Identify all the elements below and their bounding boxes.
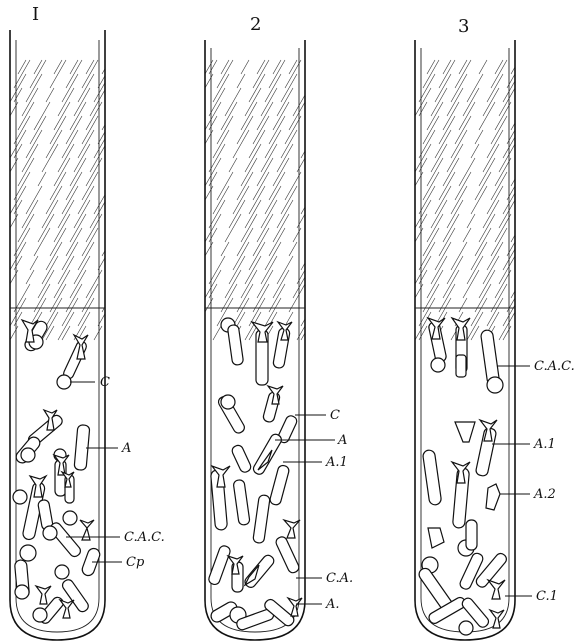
tube-1-label-c: C <box>100 375 110 390</box>
tube-3-number: 3 <box>458 16 469 37</box>
tube-2-glass-hatching <box>205 60 309 340</box>
tube-1-label-a: A <box>121 441 131 456</box>
tube-2-label-a: A <box>337 433 347 448</box>
tube-3-label-a1: A.1 <box>533 437 556 452</box>
tube-1-label-cac: C.A.C. <box>124 530 165 545</box>
tube-3-label-cac: C.A.C. <box>534 359 575 374</box>
tube-3-label-c1: C.1 <box>536 589 558 604</box>
tube-1-glass-hatching <box>10 60 110 340</box>
tube-2-label-a1: A.1 <box>325 455 348 470</box>
tube-1-leaders <box>66 382 122 562</box>
test-tube-1: I C A C.A.C. Cp <box>10 4 165 640</box>
tube-3-glass-hatching <box>415 60 519 340</box>
tube-2-number: 2 <box>250 14 261 35</box>
test-tube-3: 3 C.A.C. A.1 A.2 C.1 <box>415 16 575 640</box>
tube-2-label-ca: C.A. <box>326 571 353 586</box>
tube-1-fragments <box>13 319 101 625</box>
tube-3-fragments <box>417 318 509 635</box>
tube-1-number: I <box>32 4 39 25</box>
test-tube-2: 2 C A A.1 C.A. A. <box>205 14 353 640</box>
tube-2-label-a-period: A. <box>325 597 340 612</box>
tube-2-fragments <box>207 318 302 631</box>
tube-1-label-cp: Cp <box>126 555 145 570</box>
tube-3-label-a2: A.2 <box>533 487 556 502</box>
tube-2-label-c: C <box>330 408 340 423</box>
